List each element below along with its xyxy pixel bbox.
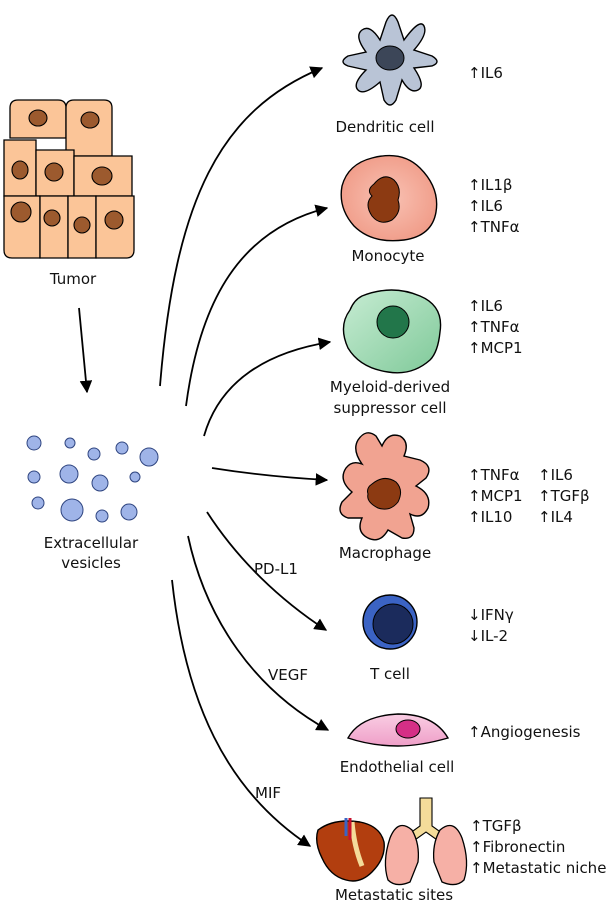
extracellular-vesicles [26, 435, 159, 523]
ev-label-line1: Extracellular [44, 534, 139, 552]
left-lung-icon [384, 824, 420, 886]
tumor-label: Tumor [49, 270, 97, 288]
macrophage-marker-c1-2: ↑MCP1 [468, 487, 523, 505]
monocyte-marker-2: ↑IL6 [468, 197, 503, 215]
metastatic-marker-2: ↑Fibronectin [470, 838, 565, 856]
monocyte-marker-1: ↑IL1β [468, 176, 512, 194]
macrophage-marker-c2-1: ↑IL6 [538, 466, 573, 484]
arrow-to-mdsc [203, 337, 332, 437]
macrophage-label: Macrophage [339, 544, 431, 562]
tcell-label: T cell [369, 665, 410, 683]
macrophage-marker-c2-2: ↑TGFβ [538, 487, 590, 505]
right-lung-icon [432, 824, 468, 886]
gallbladder-icon [349, 821, 365, 867]
endothelial-label: Endothelial cell [340, 758, 455, 776]
mdsc-nucleus [376, 305, 410, 339]
arrow-to-dendritic [159, 66, 324, 387]
dendritic-marker: ↑IL6 [468, 64, 503, 82]
metastatic-marker-1: ↑TGFβ [470, 817, 522, 835]
tcell-marker-2: ↓IL-2 [468, 627, 508, 645]
arrow-to-endothelial [187, 535, 330, 731]
mdsc-marker-1: ↑IL6 [468, 297, 503, 315]
tcell-marker-1: ↓IFNγ [468, 606, 514, 624]
tumor-to-ev-arrow [78, 307, 93, 394]
monocyte-marker-3: ↑TNFα [468, 218, 520, 236]
macrophage-marker-c1-3: ↑IL10 [468, 508, 512, 526]
monocyte-label: Monocyte [351, 247, 424, 265]
endothelial-marker: ↑Angiogenesis [468, 723, 581, 741]
macrophage-marker-c2-3: ↑IL4 [538, 508, 573, 526]
tumor-cells [3, 99, 135, 259]
metastatic-label: Metastatic sites [335, 886, 453, 904]
edge-label-mif: MIF [255, 784, 281, 802]
liver-icon [315, 820, 385, 882]
dendritic-nucleus [375, 45, 405, 71]
edge-label-pdl1: PD-L1 [254, 560, 298, 578]
mdsc-label-line1: Myeloid-derived [330, 378, 450, 396]
macrophage-nucleus [367, 478, 402, 510]
arrow-to-macrophage [211, 467, 329, 486]
arrow-to-tcell [206, 511, 328, 631]
metastatic-marker-3: ↑Metastatic niche [470, 859, 606, 877]
macrophage-marker-c1-1: ↑TNFα [468, 466, 520, 484]
arrow-to-metastatic [171, 579, 312, 847]
monocyte-nucleus [367, 176, 400, 223]
endothelial-nucleus [395, 719, 421, 739]
mdsc-marker-2: ↑TNFα [468, 318, 520, 336]
arrow-to-monocyte [185, 204, 329, 407]
tumor-nuclei [10, 109, 124, 234]
dendritic-label: Dendritic cell [335, 118, 434, 136]
mdsc-label-line2: suppressor cell [334, 399, 447, 417]
mdsc-marker-3: ↑MCP1 [468, 339, 523, 357]
ev-label-line2: vesicles [61, 554, 121, 572]
edge-label-vegf: VEGF [268, 666, 308, 684]
tcell-nucleus [372, 603, 414, 645]
